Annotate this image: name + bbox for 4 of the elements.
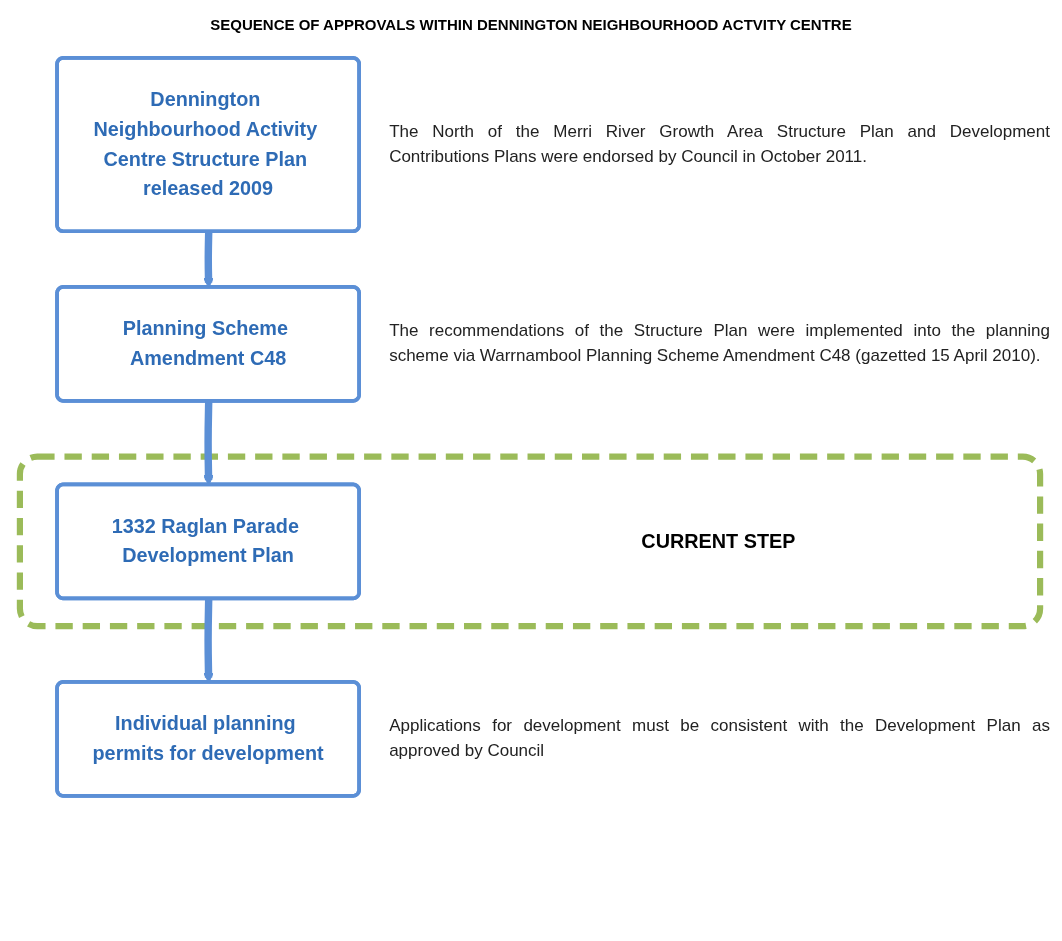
diagram-title: SEQUENCE OF APPROVALS WITHIN DENNINGTON NEIGHBOURHOOD ACTVITY CENTRE — [209, 16, 853, 33]
side-note: The North of the Merri River Growth Area Structure Plan and Development Contributions Plans were endorsed by Council in October 2011. — [389, 121, 1050, 168]
side-note: Applications for development must be consistent with the Development Plan as approved by Council — [389, 715, 1050, 762]
side-note: The recommendations of the Structure Plan were implemented into the planning scheme via Warrnambool Planning Scheme Amendment C48 (gazetted 15 April 2010). — [389, 320, 1050, 368]
